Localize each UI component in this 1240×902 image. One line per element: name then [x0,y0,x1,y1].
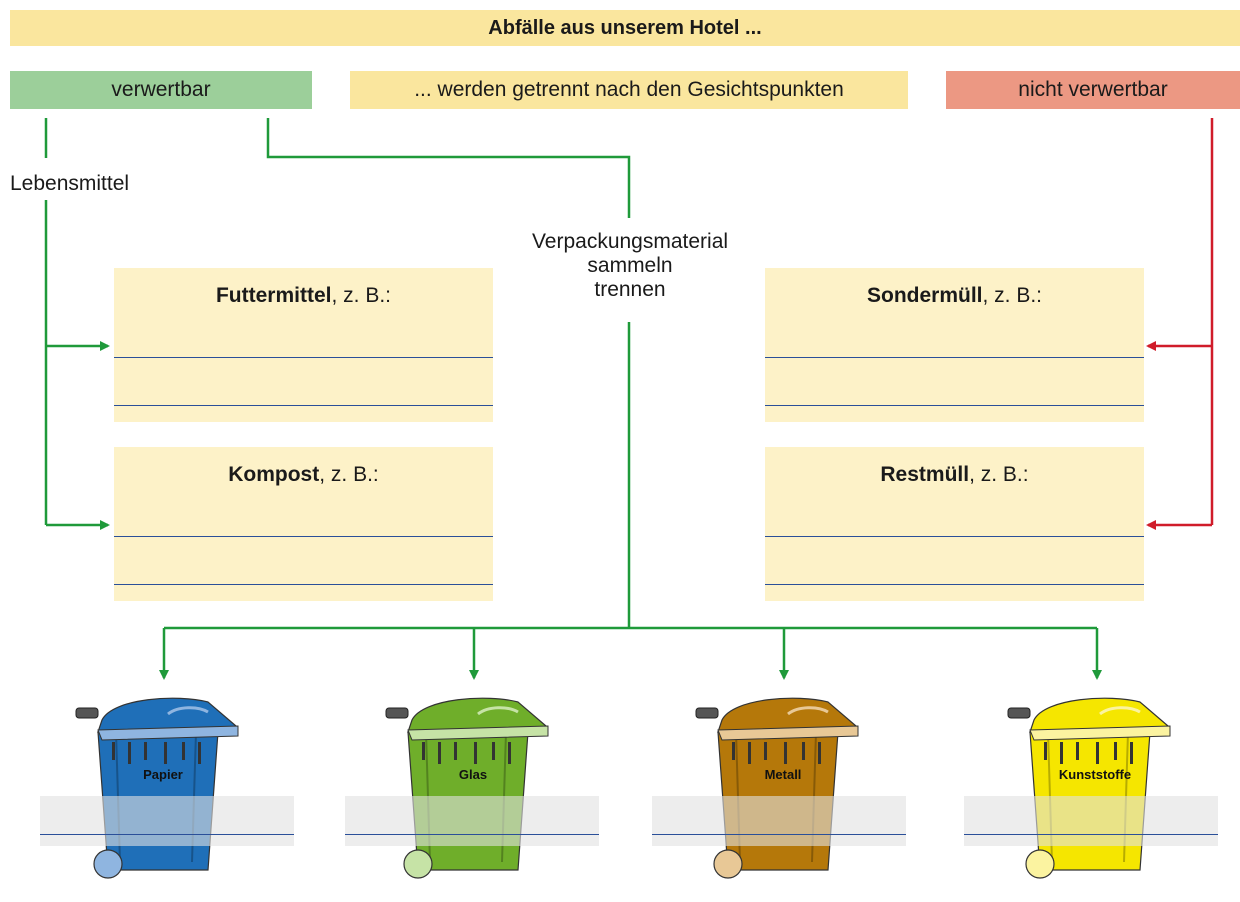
write-line[interactable] [765,536,1144,537]
box-compost-title: Kompost, z. B.: [114,463,493,487]
bin-paper: Papier [68,692,298,897]
box-residual-title-bold: Restmüll [880,463,970,486]
box-feed-title-bold: Futtermittel [215,284,332,307]
label-packaging: Verpackungsmaterial sammeln trennen [500,230,760,302]
bin-plastic: Kunststoffe [1000,692,1230,897]
write-line[interactable] [114,536,493,537]
label-food: Lebensmittel [10,172,134,196]
write-line [40,834,294,835]
write-line[interactable] [114,357,493,358]
tag-recyclable: verwertbar [10,71,312,109]
bin-glass: Glas [378,692,608,897]
write-line [652,834,906,835]
write-line [345,834,599,835]
box-feed-title-rest: , z. B.: [331,284,391,307]
box-hazardous-title: Sondermüll, z. B.: [765,284,1144,308]
arrow-to-packaging [266,118,631,218]
box-hazardous: Sondermüll, z. B.: [765,268,1144,422]
write-line [964,834,1218,835]
bin-plastic-writebar[interactable] [964,796,1218,846]
bin-glass-label: Glas [458,767,488,782]
box-residual-title-rest: , z. B.: [969,463,1029,486]
box-compost-title-rest: , z. B.: [319,463,379,486]
bin-metal-graphic [695,697,859,879]
bin-metal: Metall [688,692,918,897]
write-line[interactable] [765,405,1144,406]
box-feed: Futtermittel, z. B.: [114,268,493,422]
box-residual-title: Restmüll, z. B.: [765,463,1144,487]
bin-paper-graphic [75,697,239,879]
write-line[interactable] [765,357,1144,358]
box-residual: Restmüll, z. B.: [765,447,1144,601]
bin-paper-label: Papier [143,767,183,782]
tag-criteria: ... werden getrennt nach den Gesichtspun… [350,71,908,109]
write-line[interactable] [114,584,493,585]
page-title: Abfälle aus unserem Hotel ... [10,10,1240,46]
label-packaging-line2: sammeln [587,254,673,277]
bin-plastic-graphic [1007,697,1171,879]
bin-glass-graphic [385,697,549,879]
write-line[interactable] [765,584,1144,585]
label-packaging-line1: Verpackungsmaterial [531,230,729,253]
bin-glass-writebar[interactable] [345,796,599,846]
box-hazardous-title-bold: Sondermüll [866,284,983,307]
box-feed-title: Futtermittel, z. B.: [114,284,493,308]
box-compost-title-bold: Kompost [228,463,320,486]
write-line[interactable] [114,405,493,406]
label-packaging-line3: trennen [594,278,666,301]
bin-metal-writebar[interactable] [652,796,906,846]
bin-paper-writebar[interactable] [40,796,294,846]
tag-non-recyclable: nicht verwertbar [946,71,1240,109]
box-hazardous-title-rest: , z. B.: [982,284,1043,307]
bin-plastic-label: Kunststoffe [1058,767,1132,782]
box-compost: Kompost, z. B.: [114,447,493,601]
bin-metal-label: Metall [764,767,802,782]
